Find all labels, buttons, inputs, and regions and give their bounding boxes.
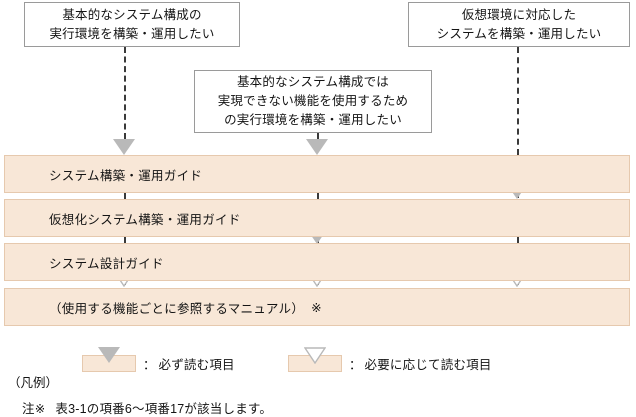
guide-bar-per-function-manual: （使用する機能ごとに参照するマニュアル） ※	[4, 288, 630, 326]
legend-item-read-as-needed: ： 必要に応じて読む項目	[288, 347, 492, 373]
condition-line: システムを構築・運用したい	[436, 26, 602, 41]
condition-line: 仮想環境に対応した	[461, 7, 577, 22]
legend-item-must-read: ： 必ず読む項目	[82, 347, 235, 373]
condition-line: 基本的なシステム構成では	[236, 75, 390, 89]
condition-line: 基本的なシステム構成の	[62, 7, 202, 22]
guide-bar-label: 仮想化システム構築・運用ガイド	[49, 212, 241, 227]
legend-swatch-solid	[82, 347, 136, 372]
legend-title: （凡例）	[8, 376, 59, 390]
connector-line-virtual-bar1-to-bar2	[517, 237, 519, 243]
legend-label: 必要に応じて読む項目	[364, 358, 492, 372]
condition-box-virtual-env: 仮想環境に対応した システムを構築・運用したい	[408, 2, 630, 47]
guide-bar-label: システム設計ガイド	[49, 256, 164, 271]
guide-bar-system-build-operation-guide: システム構築・運用ガイド	[4, 155, 630, 193]
connector-line-basic-bar1-to-bar2	[124, 237, 126, 243]
arrow-solid-icon	[98, 347, 120, 363]
connector-line-virtual-to-bar0	[517, 47, 519, 155]
legend-label: 必ず読む項目	[158, 358, 235, 372]
connector-line-advanced-to-bar0	[317, 133, 319, 139]
condition-line: 実行環境を構築・運用したい	[49, 26, 215, 41]
condition-line: の実行環境を構築・運用したい	[224, 113, 402, 127]
condition-box-advanced-env: 基本的なシステム構成では 実現できない機能を使用するため の実行環境を構築・運用…	[194, 70, 432, 133]
connector-line-basic-bar0-to-bar1	[124, 193, 126, 199]
connector-line-advanced-bar0-to-bar1	[317, 193, 319, 199]
guide-bar-label: （使用する機能ごとに参照するマニュアル）	[49, 301, 305, 316]
condition-line: 実現できない機能を使用するため	[217, 94, 409, 108]
guide-bar-label: システム構築・運用ガイド	[49, 168, 203, 183]
guide-bar-virtualization-system-build-operation-guide: 仮想化システム構築・運用ガイド	[4, 199, 630, 237]
footnote: 注※ 表3-1の項番6〜項番17が該当します。	[22, 398, 272, 417]
guide-bar-system-design-guide: システム設計ガイド	[4, 243, 630, 281]
guide-bar-mark: ※	[311, 300, 322, 315]
footnote-label: 注※	[22, 402, 46, 416]
legend-colon: ：	[349, 358, 362, 372]
legend-swatch-hollow	[288, 347, 342, 372]
connector-line-basic-to-bar0	[124, 47, 126, 139]
arrow-solid-advanced-bar0	[306, 139, 328, 155]
arrow-hollow-icon	[304, 347, 326, 364]
footnote-text: 表3-1の項番6〜項番17が該当します。	[55, 402, 273, 416]
condition-box-basic-env: 基本的なシステム構成の 実行環境を構築・運用したい	[24, 2, 240, 47]
arrow-solid-basic-bar0	[113, 139, 135, 155]
legend: ： 必ず読む項目 ： 必要に応じて読む項目 （凡例） 注※ 表3-1の項番6〜項番…	[0, 340, 636, 417]
legend-colon: ：	[143, 358, 156, 372]
